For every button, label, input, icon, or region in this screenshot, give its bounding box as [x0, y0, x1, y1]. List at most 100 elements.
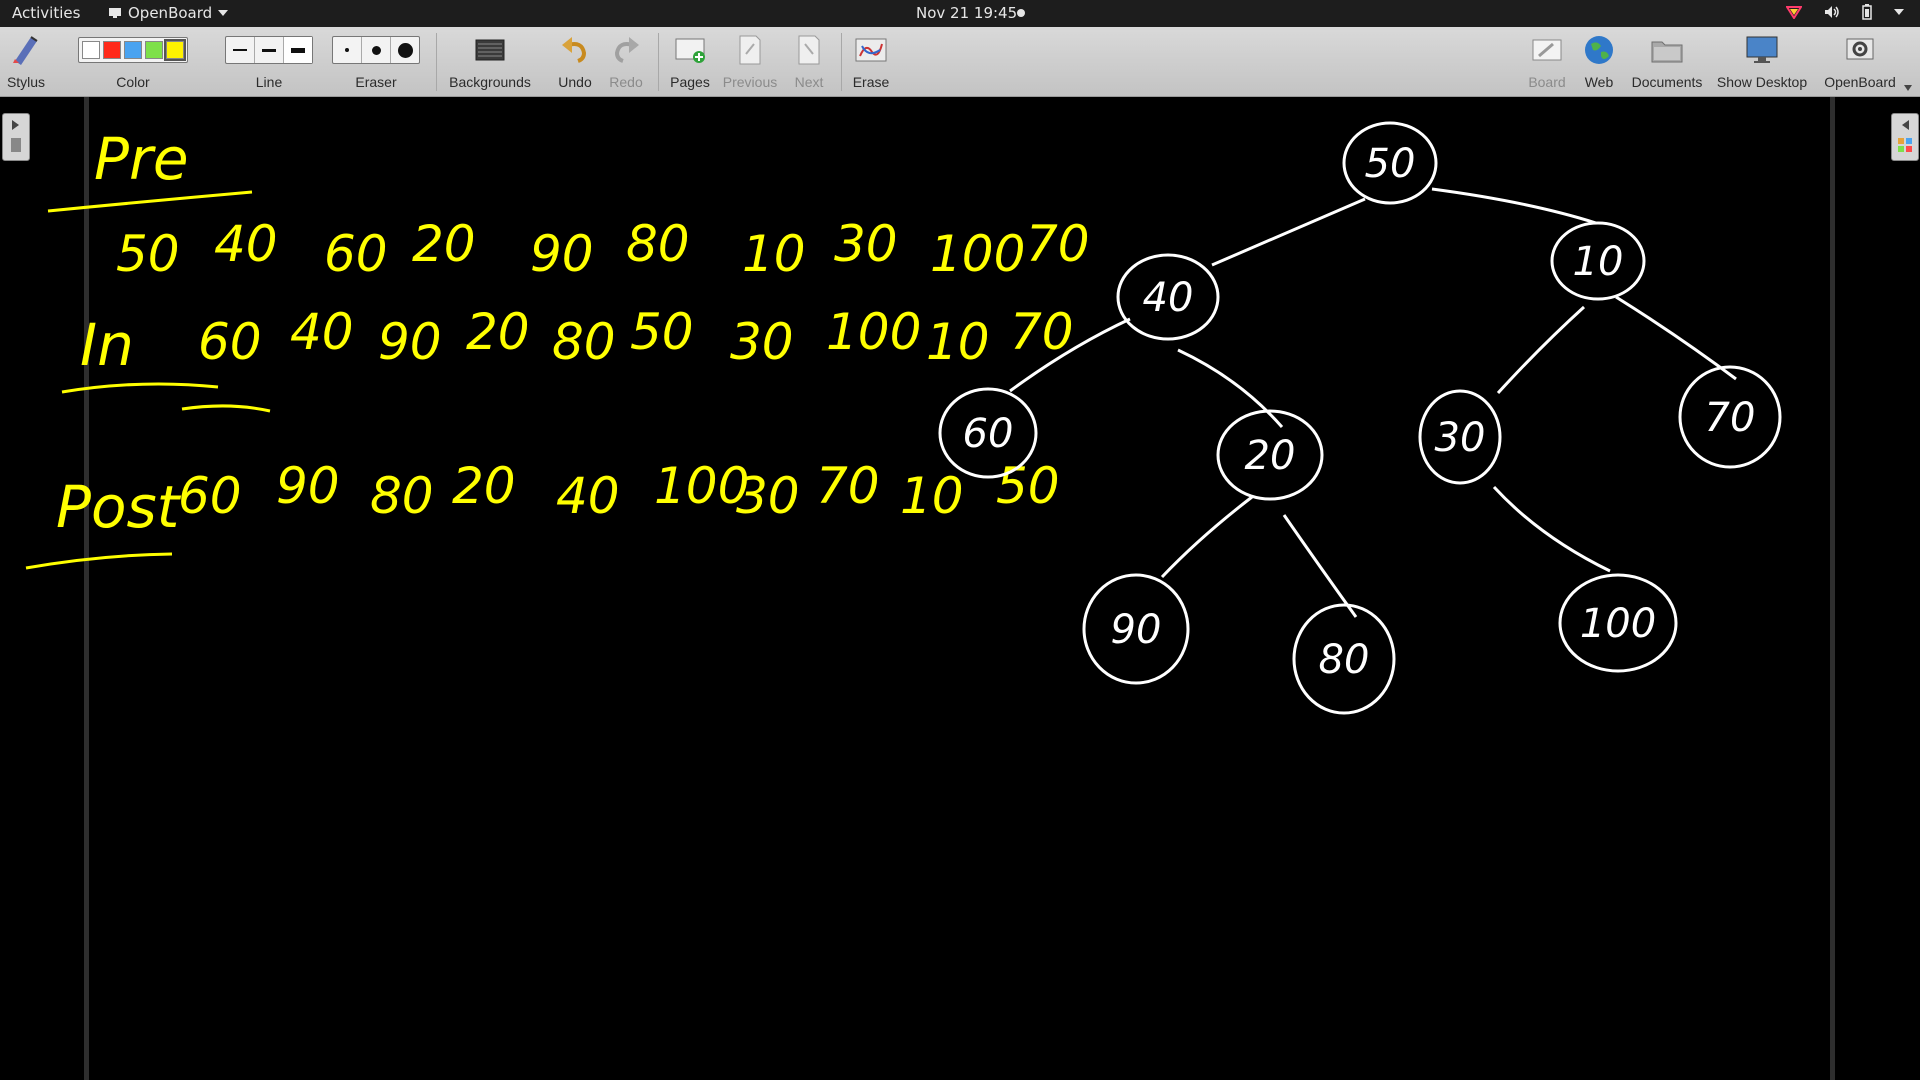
stylus-button[interactable]: Stylus: [4, 27, 48, 96]
postorder-value: 40: [556, 467, 620, 525]
chevron-down-icon[interactable]: [1904, 85, 1912, 91]
preorder-value: 80: [626, 215, 690, 273]
system-top-bar: Activities OpenBoard Nov 21 19:45: [0, 0, 1920, 27]
power-menu-icon[interactable]: [1894, 9, 1904, 15]
left-palette-toggle[interactable]: [2, 113, 30, 161]
tree-node-circle: [1082, 573, 1190, 685]
tree-edges: [1009, 187, 1737, 618]
line-thick-button[interactable]: [284, 37, 312, 63]
settings-gear-icon: [1846, 38, 1874, 60]
inorder-value: 80: [552, 313, 616, 371]
board-mode-button[interactable]: Board: [1524, 27, 1570, 96]
backgrounds-icon: [475, 39, 505, 61]
tree-node-circle: [1418, 389, 1502, 485]
tree-node-label: 80: [1319, 637, 1370, 683]
post-underline: [25, 552, 173, 570]
documents-mode-button[interactable]: Documents: [1626, 27, 1708, 96]
in-label: In: [80, 311, 134, 379]
clock[interactable]: Nov 21 19:45: [916, 4, 1018, 22]
inorder-value: 70: [1010, 303, 1074, 361]
postorder-value: 100: [654, 457, 749, 515]
tree-node-label: 90: [1111, 607, 1162, 653]
tree-node-label: 100: [1580, 601, 1656, 647]
eraser-label: Eraser: [355, 74, 397, 90]
undo-button[interactable]: Undo: [552, 27, 598, 96]
openboard-menu-button[interactable]: OpenBoard: [1818, 27, 1902, 96]
battery-icon[interactable]: [1862, 4, 1872, 20]
color-swatch-red[interactable]: [103, 41, 121, 59]
monitor-icon: [1746, 36, 1778, 63]
pages-button[interactable]: Pages: [664, 27, 716, 96]
system-tray[interactable]: [1786, 4, 1904, 20]
tree-node-circle: [1292, 603, 1396, 715]
in-underline-2: [181, 404, 271, 413]
backgrounds-button[interactable]: Backgrounds: [444, 27, 536, 96]
network-icon[interactable]: [1786, 5, 1802, 19]
folder-icon: [1651, 41, 1683, 63]
toolbar-separator: [436, 33, 437, 91]
redo-label: Redo: [609, 74, 643, 90]
line-width-group: [225, 36, 313, 64]
app-menu[interactable]: OpenBoard: [108, 4, 229, 22]
tree-node-70: 70: [1678, 365, 1782, 469]
add-page-icon: [675, 38, 705, 63]
tree-node-circle: [1116, 253, 1220, 341]
tree-node-30: 30: [1418, 389, 1502, 485]
volume-icon[interactable]: [1824, 5, 1840, 19]
preorder-value: 100: [930, 225, 1025, 283]
expand-left-icon: [1898, 120, 1912, 152]
show-desktop-button[interactable]: Show Desktop: [1712, 27, 1812, 96]
openboard-toolbar: Stylus Color Line Eraser Backgrounds: [0, 27, 1920, 97]
stylus-icon: [13, 36, 38, 65]
tree-node-40: 40: [1116, 253, 1220, 341]
redo-button[interactable]: Redo: [603, 27, 649, 96]
tree-node-label: 40: [1143, 275, 1194, 321]
color-picker[interactable]: Color: [59, 27, 207, 96]
erase-button[interactable]: Erase: [848, 27, 894, 96]
preorder-value: 70: [1026, 215, 1090, 273]
next-label: Next: [794, 74, 824, 90]
toolbar-separator: [658, 33, 659, 91]
next-page-button[interactable]: Next: [785, 27, 833, 96]
postorder-value: 20: [452, 457, 516, 515]
color-swatch-white[interactable]: [82, 41, 100, 59]
activities-button[interactable]: Activities: [12, 4, 81, 22]
eraser-small-button[interactable]: [333, 37, 362, 63]
tree-node-circle: [1678, 365, 1782, 469]
color-swatch-yellow[interactable]: [164, 39, 186, 61]
line-medium-button[interactable]: [255, 37, 284, 63]
tree-node-10: 10: [1550, 221, 1646, 301]
inorder-value: 40: [290, 303, 354, 361]
board-right-edge: [1830, 97, 1835, 1080]
tree-node-20: 20: [1216, 409, 1324, 501]
inorder-value: 10: [926, 313, 990, 371]
pre-label: Pre: [94, 125, 189, 193]
previous-page-button[interactable]: Previous: [719, 27, 781, 96]
line-label: Line: [255, 74, 283, 90]
color-label: Color: [116, 74, 150, 90]
line-width-picker[interactable]: Line: [224, 27, 314, 96]
previous-label: Previous: [722, 74, 778, 90]
eraser-size-picker[interactable]: Eraser: [331, 27, 421, 96]
tree-node-label: 20: [1245, 433, 1296, 479]
right-palette-toggle[interactable]: [1891, 113, 1919, 161]
eraser-large-button[interactable]: [391, 37, 419, 63]
tree-node-80: 80: [1292, 603, 1396, 715]
inorder-value: 20: [466, 303, 530, 361]
edge-10-30: [1496, 305, 1586, 395]
tree-node-circle: [1558, 573, 1678, 673]
board-icon: [1532, 39, 1562, 61]
color-swatch-blue[interactable]: [124, 41, 142, 59]
line-thin-button[interactable]: [226, 37, 255, 63]
eraser-medium-button[interactable]: [362, 37, 391, 63]
web-mode-button[interactable]: Web: [1576, 27, 1622, 96]
postorder-value: 60: [178, 467, 242, 525]
expand-right-icon: [11, 120, 21, 152]
inorder-value: 50: [630, 303, 694, 361]
edge-50-40: [1211, 197, 1366, 267]
preorder-value: 50: [116, 225, 180, 283]
color-swatch-green[interactable]: [145, 41, 163, 59]
